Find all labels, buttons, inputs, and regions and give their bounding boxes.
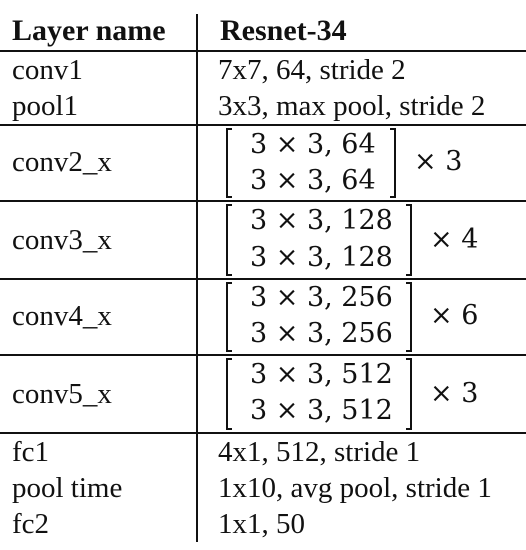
block-line-conv3-1: 3 × 3, 128 [250,205,393,236]
block-bracket-conv3 [226,204,412,276]
row-rule [0,432,526,434]
bracket-tick [226,204,232,206]
layer-name-conv3: conv3_x [12,224,112,256]
row-rule [0,278,526,280]
layer-name-fc2: fc2 [12,508,50,540]
block-line-conv3-2: 3 × 3, 128 [250,242,393,273]
bracket-tick [226,274,232,276]
bracket-tick [406,358,412,360]
block-bracket-conv5 [226,358,412,430]
row-rule [0,200,526,202]
bracket-tick [406,274,412,276]
header-model-name: Resnet-34 [220,14,347,47]
block-repeat-conv2: × 3 [414,146,463,177]
layer-name-pool-time: pool time [12,472,123,504]
layer-spec-pool-time: 1x10, avg pool, stride 1 [218,472,492,504]
layer-name-conv5: conv5_x [12,378,112,410]
block-repeat-conv3: × 4 [430,224,479,255]
header-rule [0,50,526,52]
bracket-tick [226,128,232,130]
block-line-conv2-2: 3 × 3, 64 [250,165,376,196]
block-line-conv5-2: 3 × 3, 512 [250,395,393,426]
block-bracket-conv2 [226,128,396,198]
bracket-tick [390,128,396,130]
layer-spec-pool1: 3x3, max pool, stride 2 [218,90,486,122]
block-line-conv4-1: 3 × 3, 256 [250,282,393,313]
bracket-tick [390,196,396,198]
bracket-tick [406,350,412,352]
bracket-tick [226,282,232,284]
row-rule [0,354,526,356]
block-repeat-conv4: × 6 [430,300,479,331]
header-layer-name: Layer name [12,14,166,47]
layer-name-fc1: fc1 [12,436,50,468]
block-bracket-conv4 [226,282,412,352]
block-line-conv5-1: 3 × 3, 512 [250,359,393,390]
bracket-tick [226,358,232,360]
layer-spec-fc1: 4x1, 512, stride 1 [218,436,421,468]
bracket-tick [406,204,412,206]
block-repeat-conv5: × 3 [430,378,479,409]
block-line-conv4-2: 3 × 3, 256 [250,318,393,349]
layer-name-conv4: conv4_x [12,300,112,332]
bracket-tick [226,350,232,352]
layer-spec-conv1: 7x7, 64, stride 2 [218,54,406,86]
bracket-tick [406,428,412,430]
block-line-conv2-1: 3 × 3, 64 [250,129,376,160]
bracket-tick [406,282,412,284]
bracket-tick [226,196,232,198]
layer-name-conv2: conv2_x [12,146,112,178]
layer-spec-fc2: 1x1, 50 [218,508,305,540]
bracket-tick [226,428,232,430]
layer-name-pool1: pool1 [12,90,79,122]
layer-name-conv1: conv1 [12,54,83,86]
row-rule [0,124,526,126]
